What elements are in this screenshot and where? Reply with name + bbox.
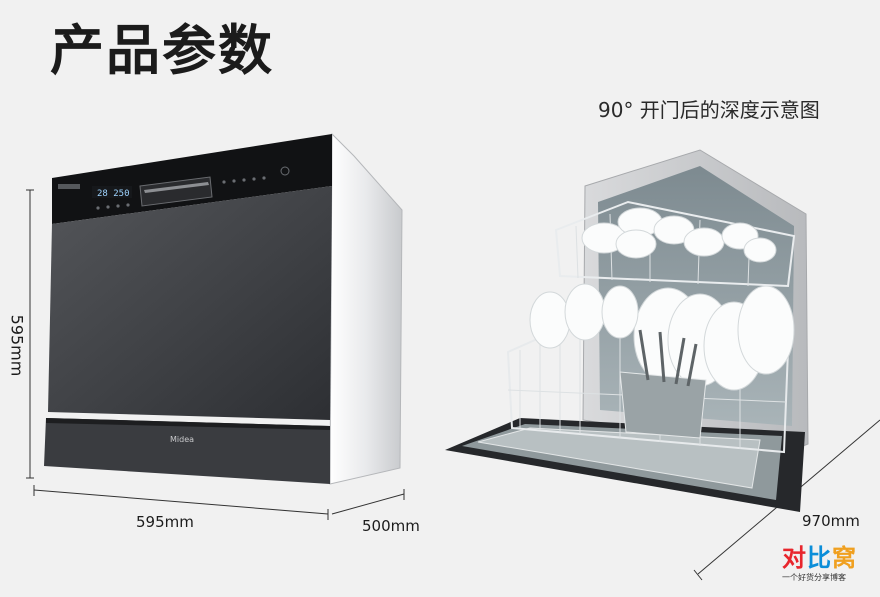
open-door-caption: 90° 开门后的深度示意图: [598, 98, 820, 122]
open-dishwasher: [445, 149, 809, 512]
watermark-logo: 对比窝 一个好货分享博客: [782, 545, 874, 583]
closed-dishwasher: 28 250 Midea: [44, 132, 403, 485]
display-readout: 28 250: [97, 189, 130, 199]
watermark-slogan: 一个好货分享博客: [782, 573, 846, 582]
height-dimension-label: 595mm: [7, 314, 27, 377]
width-dimension-label: 595mm: [136, 513, 194, 531]
brand-logo: Midea: [170, 435, 194, 444]
open-depth-dimension-label: 970mm: [802, 512, 860, 530]
depth-dimension-label: 500mm: [362, 517, 420, 535]
page-title: 产品参数: [50, 19, 274, 82]
watermark-name: 对比窝: [782, 544, 857, 572]
